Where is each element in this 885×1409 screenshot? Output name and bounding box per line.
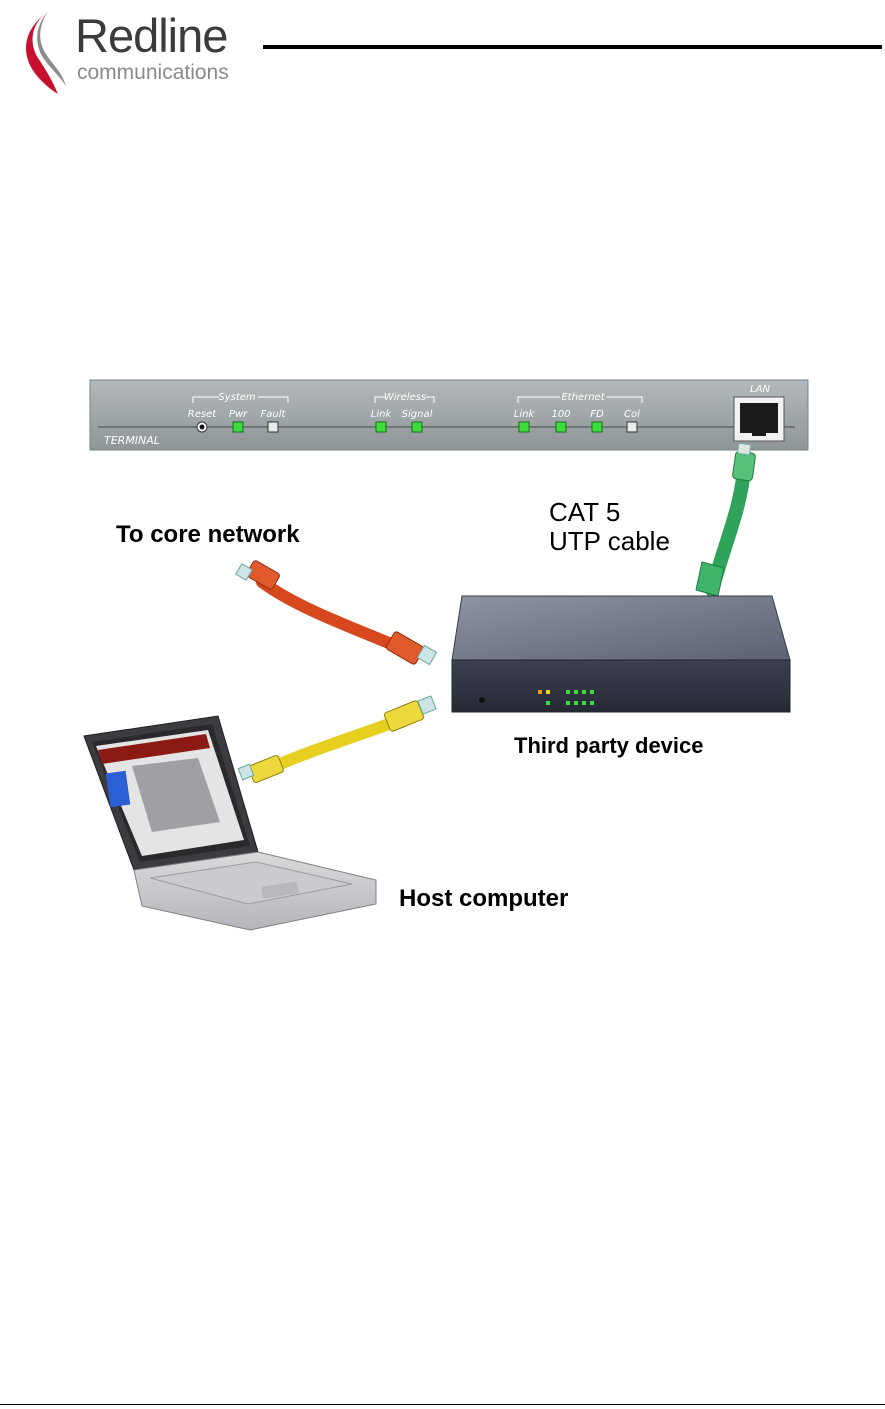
col-led xyxy=(627,422,637,432)
ethernet-link-led xyxy=(519,422,529,432)
green-cat5-cable xyxy=(696,443,756,596)
signal-label: Signal xyxy=(402,409,433,420)
speed-100-led xyxy=(556,422,566,432)
redline-logo-icon xyxy=(18,8,74,98)
pwr-led xyxy=(233,422,243,432)
reset-label: Reset xyxy=(188,409,217,420)
cat5-label-line1: CAT 5 xyxy=(549,497,620,527)
ethernet-link-label: Link xyxy=(514,409,536,420)
brand-subtitle: communications xyxy=(77,62,229,83)
connection-diagram: System Wireless Ethernet Reset Pwr Fault… xyxy=(0,370,885,950)
third-party-device-label: Third party device xyxy=(514,733,704,758)
host-computer-label: Host computer xyxy=(399,885,568,912)
fd-led xyxy=(592,422,602,432)
brand-name: Redline xyxy=(75,12,227,59)
signal-led xyxy=(412,422,422,432)
pwr-label: Pwr xyxy=(229,409,248,420)
core-network-label: To core network xyxy=(116,521,300,548)
system-group-label: System xyxy=(218,392,256,403)
footer-rule xyxy=(0,1404,885,1405)
third-party-device xyxy=(452,596,790,712)
lan-port xyxy=(734,397,784,441)
wireless-link-label: Link xyxy=(371,409,393,420)
yellow-host-cable xyxy=(238,696,436,783)
lan-label: LAN xyxy=(750,384,770,395)
fd-label: FD xyxy=(590,409,604,420)
fault-label: Fault xyxy=(261,409,287,420)
orange-uplink-cable xyxy=(236,560,437,665)
terminal-front-panel: System Wireless Ethernet Reset Pwr Fault… xyxy=(90,380,808,450)
speed-100-label: 100 xyxy=(551,409,570,420)
wireless-group-label: Wireless xyxy=(384,392,426,403)
cat5-label-line2: UTP cable xyxy=(549,526,670,556)
header-rule xyxy=(263,45,882,49)
ethernet-group-label: Ethernet xyxy=(561,392,605,403)
col-label: Col xyxy=(624,409,640,420)
terminal-label: TERMINAL xyxy=(104,434,160,447)
fault-led xyxy=(268,422,278,432)
wireless-link-led xyxy=(376,422,386,432)
